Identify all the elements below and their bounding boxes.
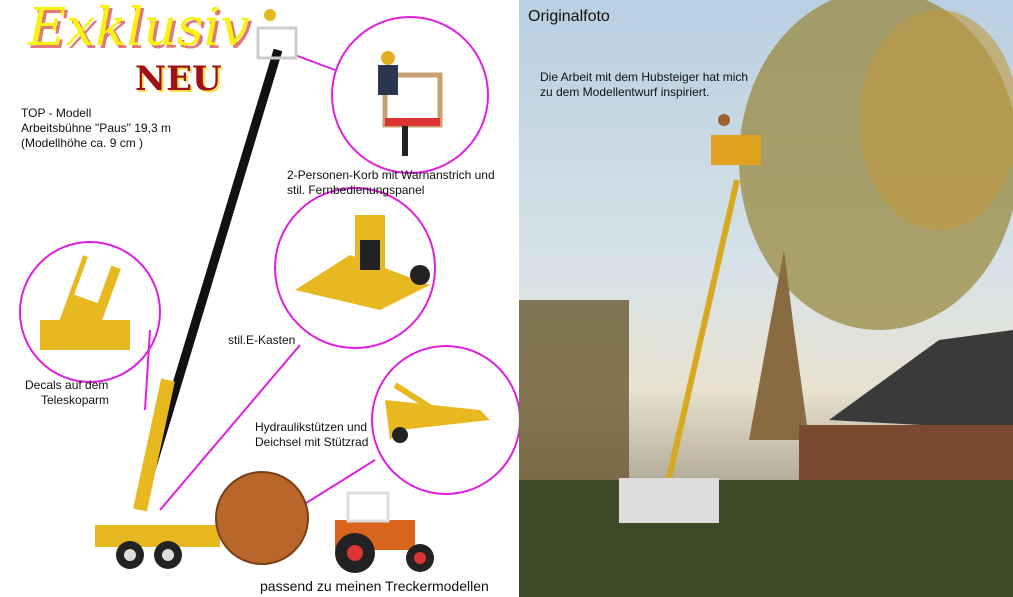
basket-detail bbox=[378, 51, 443, 156]
caption-line: Teleskoparm bbox=[41, 393, 110, 407]
logo-exklusiv: Exklusiv bbox=[28, 0, 250, 58]
caption-line: Deichsel mit Stützrad bbox=[255, 435, 369, 449]
tree-trunk bbox=[749, 250, 809, 440]
aerial-lift-boom bbox=[661, 179, 740, 501]
house-roof bbox=[829, 330, 1013, 430]
model-panel: Exklusiv NEU TOP - Modell Arbeitsbühne "… bbox=[19, 0, 519, 594]
original-photo: Originalfoto Die Arbeit mit dem Hubsteig… bbox=[519, 0, 1013, 597]
caption-line: Die Arbeit mit dem Hubsteiger hat mich bbox=[540, 70, 749, 84]
decals-detail bbox=[40, 255, 130, 350]
crane-model bbox=[95, 9, 298, 569]
photo-title: Originalfoto bbox=[528, 8, 610, 25]
model-illustration bbox=[19, 9, 519, 573]
basket-circle bbox=[331, 16, 489, 174]
caption-line: stil. Fernbedienungspanel bbox=[287, 183, 425, 197]
decals-circle bbox=[19, 241, 161, 383]
ekasten-detail bbox=[295, 215, 430, 310]
lift-basket bbox=[711, 135, 761, 165]
basket-caption: 2-Personen-Korb mit Warnanstrich und sti… bbox=[287, 168, 495, 198]
caption-line: 2-Personen-Korb mit Warnanstrich und bbox=[287, 168, 495, 182]
hydraulik-circle bbox=[371, 345, 519, 495]
intro-line: (Modellhöhe ca. 9 cm ) bbox=[21, 136, 144, 150]
tractor-image bbox=[335, 491, 434, 573]
decals-caption: Decals auf dem Teleskoparm bbox=[25, 378, 109, 408]
caption-line: Decals auf dem bbox=[25, 378, 109, 392]
caption-line: zu dem Modellentwurf inspiriert. bbox=[540, 85, 710, 99]
badge-neu: NEU bbox=[135, 59, 222, 99]
caption-line: Hydraulikstützen und bbox=[255, 420, 368, 434]
callout-circles bbox=[19, 16, 519, 511]
hydraulik-caption: Hydraulikstützen und Deichsel mit Stützr… bbox=[255, 420, 368, 450]
ekasten-caption: stil.E-Kasten bbox=[228, 333, 296, 347]
photo-scene bbox=[519, 0, 1013, 597]
intro-line: TOP - Modell bbox=[21, 106, 92, 120]
photo-caption: Die Arbeit mit dem Hubsteiger hat mich z… bbox=[540, 70, 748, 100]
hedge bbox=[519, 480, 1013, 597]
intro-line: Arbeitsbühne "Paus" 19,3 m bbox=[21, 121, 171, 135]
hydraulik-detail bbox=[385, 382, 490, 443]
coin-image bbox=[215, 471, 309, 565]
intro-text: TOP - Modell Arbeitsbühne "Paus" 19,3 m … bbox=[21, 106, 171, 151]
ekasten-circle bbox=[274, 187, 436, 349]
footer-caption: passend zu meinen Treckermodellen bbox=[260, 578, 489, 594]
